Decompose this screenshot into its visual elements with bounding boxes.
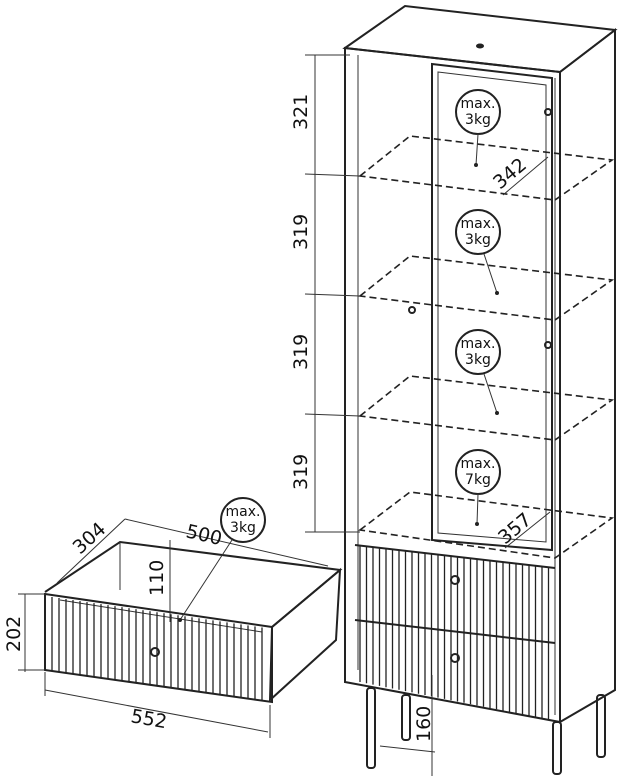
svg-text:3kg: 3kg	[465, 352, 491, 368]
door-knob[interactable]	[408, 306, 416, 314]
glass-door[interactable]	[431, 62, 553, 552]
dimension-label: 321	[290, 94, 312, 130]
svg-text:max.: max.	[461, 96, 496, 112]
leg	[401, 694, 411, 741]
dimension-label: 319	[290, 454, 312, 490]
drawer-inner-width-label: 500	[184, 520, 224, 550]
leg	[596, 694, 606, 758]
door-hinge	[544, 108, 552, 116]
drawer-inner-height-label: 110	[146, 560, 168, 596]
drawer-front	[44, 592, 273, 704]
shelf	[358, 375, 615, 441]
drawer-side	[268, 567, 342, 703]
svg-text:3kg: 3kg	[465, 232, 491, 248]
drawer-front-fluting	[51, 597, 263, 702]
drawer-top-edge	[354, 544, 556, 569]
load-badge: max.3kg	[455, 209, 501, 295]
load-badge: max.3kg	[455, 329, 501, 415]
leg	[366, 687, 376, 769]
door-hinge	[544, 341, 552, 349]
drawer-knob[interactable]	[150, 647, 160, 657]
base-shelf	[357, 491, 615, 559]
drawer-fluting	[359, 546, 550, 720]
cabinet-front	[344, 46, 561, 724]
load-badge: max.7kg	[455, 449, 501, 526]
svg-text:7kg: 7kg	[465, 472, 491, 488]
svg-text:3kg: 3kg	[230, 520, 256, 536]
leg-height-label: 160	[413, 706, 435, 742]
leg-height-tick	[379, 745, 436, 753]
drawer-inner-width-line	[124, 518, 329, 567]
dimension-label: 319	[290, 214, 312, 250]
svg-text:max.: max.	[226, 504, 261, 520]
load-badge: max.3kg	[178, 497, 266, 622]
cabinet	[342, 4, 618, 775]
drawer-box-top	[44, 540, 343, 628]
top-hole	[476, 43, 484, 49]
cabinet-height-dimensions: 321 319 319 319	[290, 54, 361, 533]
drawer-knob[interactable]	[450, 653, 460, 663]
shelf-depth-label: 342	[489, 154, 531, 194]
load-badge: max.3kg	[455, 89, 501, 167]
drawer-divider	[354, 619, 556, 644]
shelf	[358, 255, 615, 321]
drawer	[44, 540, 343, 704]
drawer-inner-edge	[59, 599, 263, 633]
svg-text:max.: max.	[461, 336, 496, 352]
base-depth-line	[504, 511, 551, 549]
svg-text:max.: max.	[461, 216, 496, 232]
shelf	[358, 135, 615, 201]
shelf-depth-line	[502, 156, 549, 196]
drawer-depth-line	[56, 518, 126, 584]
drawer-height-label: 202	[3, 616, 25, 652]
cabinet-side	[559, 27, 616, 724]
drawer-width-label: 552	[129, 705, 169, 733]
drawer-knob[interactable]	[450, 575, 460, 585]
drawer-width-line	[44, 689, 269, 733]
dimension-label: 319	[290, 334, 312, 370]
base-depth-label: 357	[494, 509, 536, 549]
svg-text:3kg: 3kg	[465, 112, 491, 128]
svg-text:max.: max.	[461, 456, 496, 472]
leg	[552, 721, 562, 775]
